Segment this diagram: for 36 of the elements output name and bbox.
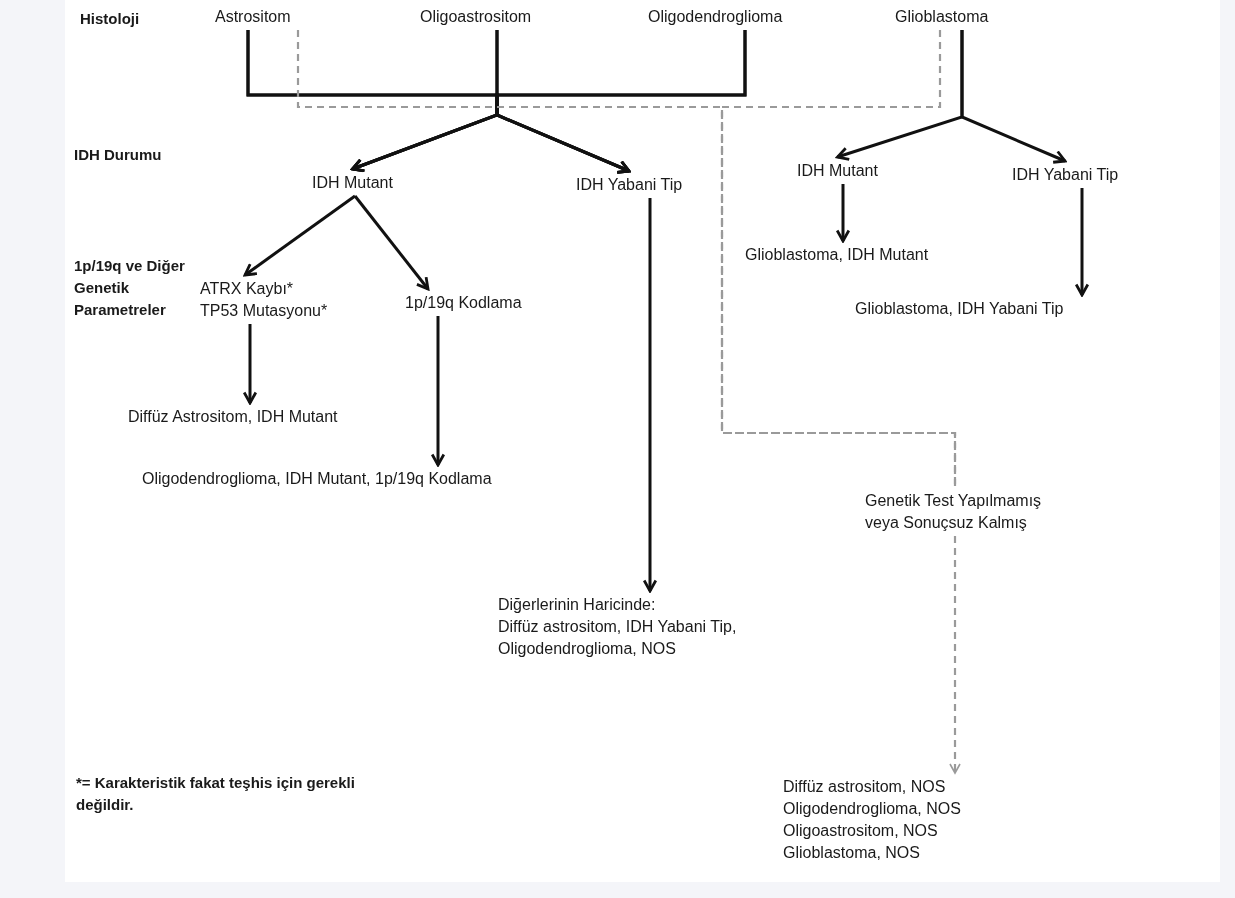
- flow-text: Genetik Test Yapılmamış veya Sonuçsuz Kalmış: [865, 491, 1043, 533]
- flow-text: IDH Mutant: [312, 173, 393, 193]
- row-heading: IDH Durumu: [74, 145, 162, 165]
- row-heading: 1p/19q ve Diğer Genetik Parametreler: [74, 256, 186, 320]
- flow-text: 1p/19q Kodlama: [405, 293, 522, 313]
- flow-text: Glioblastoma, IDH Mutant: [745, 245, 929, 265]
- heading-text: Diğerlerinin Haricinde:: [498, 595, 657, 615]
- arrow: [353, 195, 430, 291]
- arrow: [495, 30, 747, 174]
- flow-text: Oligoastrositom, NOS: [783, 821, 939, 841]
- arrow: [835, 184, 851, 243]
- flow-text: Diffüz astrositom, IDH Yabani Tip, Oligodendroglioma, NOS: [498, 617, 738, 659]
- flow-text: IDH Yabani Tip: [1012, 165, 1119, 185]
- arrow: [642, 198, 658, 593]
- flow-text: Oligodendroglioma, IDH Mutant, 1p/19q Kodlama: [142, 469, 492, 489]
- flow-text: Oligodendroglioma: [648, 7, 783, 27]
- dashed-connector: [720, 30, 957, 487]
- flow-text: Glioblastoma, NOS: [783, 843, 921, 863]
- flow-text: Glioblastoma: [895, 7, 989, 27]
- row-heading: Histoloji: [80, 9, 140, 29]
- flow-text: Glioblastoma, IDH Yabani Tip: [855, 299, 1064, 319]
- dashed-arrow: [949, 536, 961, 774]
- arrow: [1074, 188, 1090, 297]
- flow-text: Astrositom: [215, 7, 291, 27]
- flow-text: Oligoastrositom: [420, 7, 532, 27]
- flow-text: Diffüz astrositom, NOS: [783, 777, 947, 797]
- footnote: *= Karakteristik fakat teşhis için gerekli değildir.: [76, 773, 356, 815]
- flow-text: Oligodendroglioma, NOS: [783, 799, 961, 819]
- flow-text: IDH Mutant: [797, 161, 878, 181]
- flow-text: Diffüz Astrositom, IDH Mutant: [128, 407, 338, 427]
- arrow: [243, 194, 356, 277]
- arrow: [242, 324, 258, 405]
- flow-text: ATRX Kaybı* TP53 Mutasyonu*: [200, 279, 329, 321]
- arrow: [430, 316, 446, 467]
- flow-text: IDH Yabani Tip: [576, 175, 683, 195]
- arrow: [960, 30, 1067, 164]
